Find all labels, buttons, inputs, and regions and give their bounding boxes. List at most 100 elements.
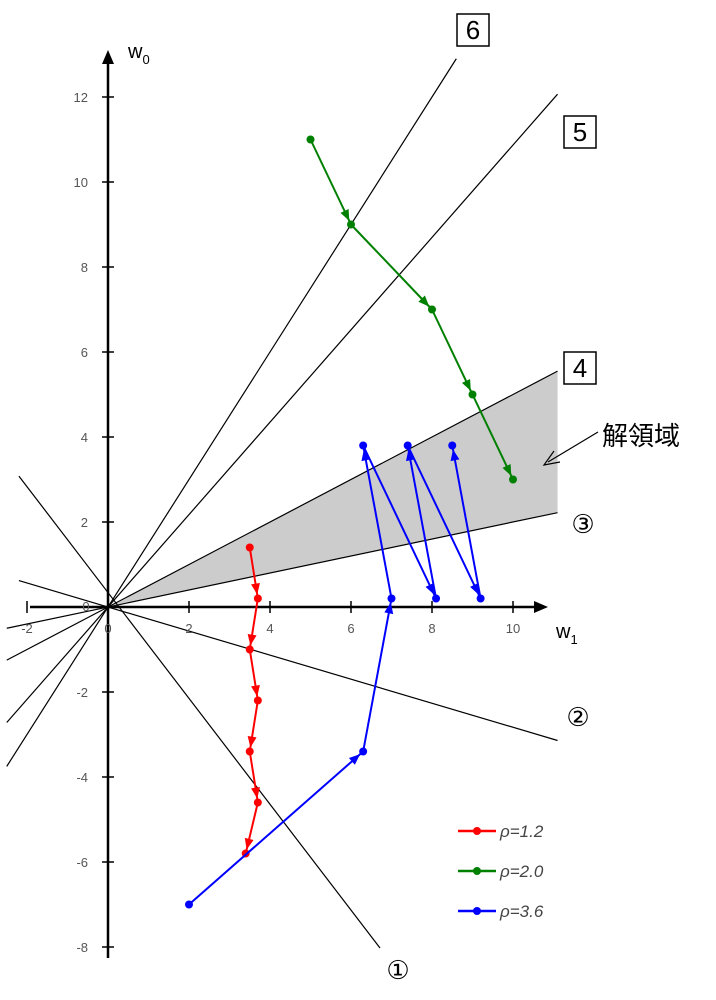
boundary-line: [6, 58, 457, 767]
series-segment: [431, 309, 474, 395]
boundary-line-label: 4: [573, 353, 587, 383]
series-point: [403, 441, 412, 450]
series-point: [428, 305, 436, 314]
series-point: [253, 594, 262, 603]
y-axis-title: w0: [127, 41, 150, 67]
y-tick-label: -6: [76, 855, 88, 870]
series-point: [347, 220, 355, 229]
x-tick-label: -2: [21, 621, 33, 636]
boundary-line-label-box: [563, 351, 597, 385]
x-tick-label: 0: [104, 621, 111, 636]
series-segment: [188, 750, 364, 906]
boundary-line-label: ①: [386, 956, 409, 986]
series-point: [306, 135, 315, 144]
series-point: [253, 696, 262, 705]
series-arrowhead: [461, 379, 471, 391]
solution-region-label: 解領域: [602, 422, 680, 452]
boundary-line-label: 5: [573, 117, 587, 147]
legend-label: ρ=3.6: [499, 902, 544, 921]
series-arrowhead: [247, 633, 257, 646]
origin-label: 0: [82, 599, 89, 614]
series-arrowhead: [502, 464, 512, 476]
x-tick-label: 6: [347, 621, 354, 636]
series-point: [245, 747, 254, 756]
y-tick-label: 4: [81, 430, 88, 445]
y-tick-label: -2: [76, 685, 88, 700]
boundary-line: [6, 512, 558, 629]
series-segment: [451, 445, 482, 599]
series-segment: [362, 598, 393, 752]
legend-label: ρ=2.0: [499, 862, 544, 881]
boundary-line: [18, 475, 381, 949]
series-arrowhead: [251, 786, 260, 799]
y-tick-label: 6: [81, 345, 88, 360]
y-tick-label: -4: [76, 770, 88, 785]
y-tick-label: 2: [81, 515, 88, 530]
region-label-arrow-line: [547, 431, 599, 463]
series-point: [448, 441, 457, 450]
series-arrowhead: [418, 295, 430, 307]
series-arrowhead: [470, 583, 479, 595]
series-point: [359, 441, 368, 450]
series-point: [476, 594, 485, 603]
series-point: [245, 645, 254, 654]
series-group: [241, 543, 262, 858]
legend-swatch-marker: [473, 827, 481, 835]
series-point: [253, 798, 262, 807]
y-tick-label: -8: [76, 940, 88, 955]
series-arrowhead: [244, 837, 254, 850]
series-group: [185, 441, 485, 909]
series-segment: [362, 445, 437, 599]
boundary-line-label: ③: [571, 510, 594, 540]
series-arrowhead: [251, 582, 260, 595]
series-arrowhead: [450, 449, 460, 462]
axes-layer: -2 0 2 4 6 8 10 12 10 8 6 4 2 -2 -4 -6 -8 0 w1 w0: [21, 41, 578, 958]
y-tick-label: 8: [81, 260, 88, 275]
boundary-line-label-box: [563, 115, 597, 149]
series-arrowhead: [247, 735, 257, 748]
x-axis-title: w1: [555, 621, 578, 647]
series-point: [185, 900, 193, 909]
series-segment: [362, 445, 393, 599]
boundary-line: [6, 93, 559, 723]
x-axis-arrow: [534, 601, 548, 613]
legend-swatch-marker: [473, 867, 481, 875]
series-arrowhead: [340, 209, 350, 221]
x-tick-label: 2: [185, 621, 192, 636]
boundary-line-label: ②: [566, 703, 589, 733]
series-arrowhead: [384, 602, 394, 615]
boundary-line-label-box: [456, 13, 490, 47]
legend: ρ=1.2 ρ=2.0 ρ=3.6: [458, 822, 544, 921]
series-point: [432, 594, 441, 603]
series-segment: [406, 445, 438, 599]
series-point: [468, 390, 477, 399]
series-point: [509, 475, 517, 484]
series-segment: [309, 139, 352, 225]
labels-layer: ① ② ③ 4 5 6 解領域: [386, 13, 680, 986]
legend-label: ρ=1.2: [499, 822, 544, 841]
y-tick-label: 10: [74, 175, 88, 190]
series-point: [245, 543, 254, 552]
legend-swatch-marker: [473, 907, 481, 915]
series-arrowhead: [251, 684, 260, 697]
series-segment: [350, 223, 433, 311]
series-arrowhead: [425, 583, 435, 595]
series-segment: [406, 445, 482, 599]
boundary-line-label: 6: [466, 15, 480, 45]
series-layer: [185, 135, 517, 909]
boundary-line: [6, 370, 558, 661]
series-arrowhead: [348, 754, 361, 765]
boundary-lines-layer: [6, 58, 559, 949]
region-label-arrow-head: [542, 450, 561, 466]
series-group: [306, 135, 517, 484]
y-axis-arrow: [102, 50, 114, 64]
y-tick-label: 12: [74, 90, 88, 105]
boundary-line: [18, 579, 558, 742]
series-point: [387, 594, 396, 603]
x-tick-label: 4: [266, 621, 273, 636]
series-segment: [471, 394, 514, 480]
x-tick-label: 10: [506, 621, 520, 636]
series-point: [359, 747, 368, 756]
x-tick-label: 8: [428, 621, 435, 636]
